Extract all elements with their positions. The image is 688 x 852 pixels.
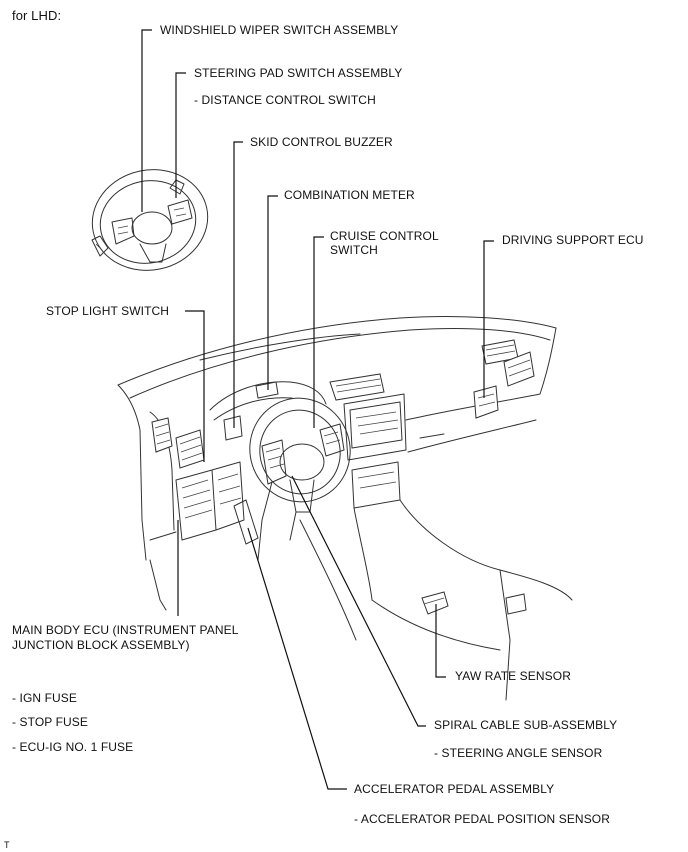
page-title: for LHD:	[12, 8, 62, 23]
label-driving-support-ecu: DRIVING SUPPORT ECU	[502, 233, 644, 247]
label-cruise-control-line1: CRUISE CONTROL	[330, 229, 439, 243]
label-steering-pad-switch: STEERING PAD SWITCH ASSEMBLY	[194, 66, 403, 80]
label-spiral-cable: SPIRAL CABLE SUB-ASSEMBLY	[434, 718, 618, 732]
leader-stop-light	[185, 310, 205, 462]
label-accelerator-pedal: ACCELERATOR PEDAL ASSEMBLY	[354, 782, 555, 796]
label-main-body-ecu-line1: MAIN BODY ECU (INSTRUMENT PANEL	[12, 623, 239, 637]
label-main-body-ecu-line2: JUNCTION BLOCK ASSEMBLY)	[12, 638, 190, 652]
leader-cruise	[313, 236, 324, 428]
leader-driving-ecu	[483, 240, 494, 398]
label-combination-meter: COMBINATION METER	[284, 188, 415, 202]
leader-wiper	[141, 29, 152, 212]
leader-accel	[247, 527, 347, 790]
leader-yaw	[435, 604, 446, 678]
label-windshield-wiper-switch: WINDSHIELD WIPER SWITCH ASSEMBLY	[160, 23, 399, 37]
label-steering-angle-sensor: - STEERING ANGLE SENSOR	[434, 746, 603, 760]
leader-steering-pad	[175, 72, 186, 198]
label-skid-control-buzzer: SKID CONTROL BUZZER	[250, 135, 393, 149]
label-distance-control-switch: - DISTANCE CONTROL SWITCH	[194, 93, 376, 107]
dashboard-body	[117, 315, 573, 701]
label-yaw-rate-sensor: YAW RATE SENSOR	[455, 669, 571, 683]
label-stop-fuse: - STOP FUSE	[12, 715, 89, 729]
leader-skid	[233, 141, 243, 428]
label-cruise-control-line2: SWITCH	[330, 243, 378, 257]
label-ign-fuse: - IGN FUSE	[12, 691, 78, 705]
label-ecu-ig-fuse: - ECU-IG NO. 1 FUSE	[12, 740, 134, 754]
label-accelerator-pedal-position-sensor: - ACCELERATOR PEDAL POSITION SENSOR	[354, 812, 611, 826]
label-stop-light-switch: STOP LIGHT SWITCH	[46, 304, 170, 318]
leader-meter	[267, 195, 278, 390]
leader-spiral	[291, 475, 426, 727]
leader-lines	[141, 29, 494, 790]
footer-mark: T	[4, 840, 10, 850]
steering-wheel-inset	[91, 169, 209, 271]
